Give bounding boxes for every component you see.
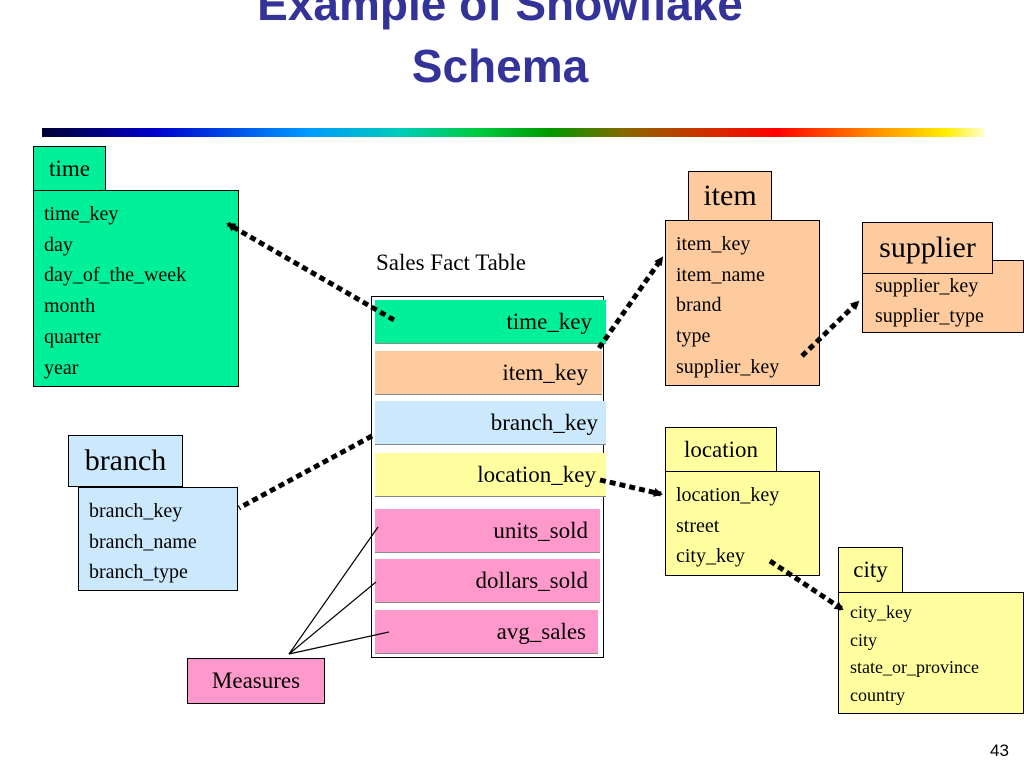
branch-attributes: branch_key branch_name branch_type (79, 488, 237, 588)
link-item (596, 256, 665, 350)
branch-table: branch_key branch_name branch_type (78, 487, 238, 591)
fact-row-item-key: item_key (375, 351, 602, 395)
fact-row-branch-key: branch_key (375, 401, 606, 445)
location-attr: street (676, 514, 720, 537)
time-attr: month (44, 295, 96, 318)
supplier-attr: supplier_type (875, 305, 984, 327)
location-table-label: location (665, 427, 777, 472)
time-attributes: time_key day day_of_the_week month quart… (34, 191, 238, 383)
fact-row-location-key: location_key (375, 453, 606, 497)
time-table-label: time (33, 146, 106, 191)
time-attr: time_key (44, 203, 119, 225)
branch-attr: branch_key (89, 500, 183, 522)
supplier-attributes: supplier_key supplier_type (863, 261, 1023, 331)
location-attributes: location_key street city_key (666, 472, 819, 572)
item-attr: supplier_key (676, 355, 780, 378)
supplier-attr: supplier_key (875, 275, 979, 297)
item-attr: item_name (676, 263, 765, 286)
link-location (599, 477, 663, 497)
supplier-table-label: supplier (862, 222, 993, 274)
item-attr: brand (676, 294, 722, 317)
location-attr: city_key (676, 545, 745, 568)
gradient-divider (42, 128, 984, 137)
time-attr: year (44, 356, 79, 379)
city-table-label: city (838, 547, 903, 593)
location-table: location_key street city_key (665, 471, 820, 576)
item-table: item_key item_name brand type supplier_k… (665, 220, 820, 386)
link-time (226, 221, 396, 323)
city-attr: country (850, 684, 905, 705)
time-attr: day (44, 233, 73, 256)
location-attr: location_key (676, 484, 780, 506)
link-branch (237, 433, 374, 511)
fact-row-avg-sales: avg_sales (375, 610, 598, 654)
branch-attr: branch_name (89, 530, 197, 553)
branch-table-label: branch (68, 435, 183, 487)
slide-title-line-1: Example of Snowflake (257, 0, 743, 30)
city-attr: city (850, 629, 877, 650)
time-table: time_key day day_of_the_week month quart… (33, 190, 239, 387)
measures-pointer (288, 581, 377, 655)
city-attr: city_key (850, 602, 912, 622)
item-attr: type (676, 325, 711, 348)
measures-label: Measures (187, 658, 325, 704)
item-attributes: item_key item_name brand type supplier_k… (666, 221, 819, 383)
item-attr: item_key (676, 233, 751, 255)
time-attr: day_of_the_week (44, 264, 187, 287)
city-table: city_key city state_or_province country (838, 592, 1024, 714)
page-number: 43 (990, 741, 1009, 760)
time-attr: quarter (44, 325, 101, 348)
item-table-label: item (688, 171, 772, 221)
fact-row-units-sold: units_sold (375, 509, 600, 553)
city-attr: state_or_province (850, 657, 979, 677)
slide-title-line-2: Schema (411, 40, 589, 92)
city-attributes: city_key city state_or_province country (839, 593, 1023, 709)
fact-table-title: Sales Fact Table (376, 250, 526, 275)
branch-attr: branch_type (89, 561, 188, 584)
fact-row-time-key: time_key (375, 300, 606, 344)
fact-row-dollars-sold: dollars_sold (375, 559, 600, 603)
measures-pointer (288, 526, 379, 655)
